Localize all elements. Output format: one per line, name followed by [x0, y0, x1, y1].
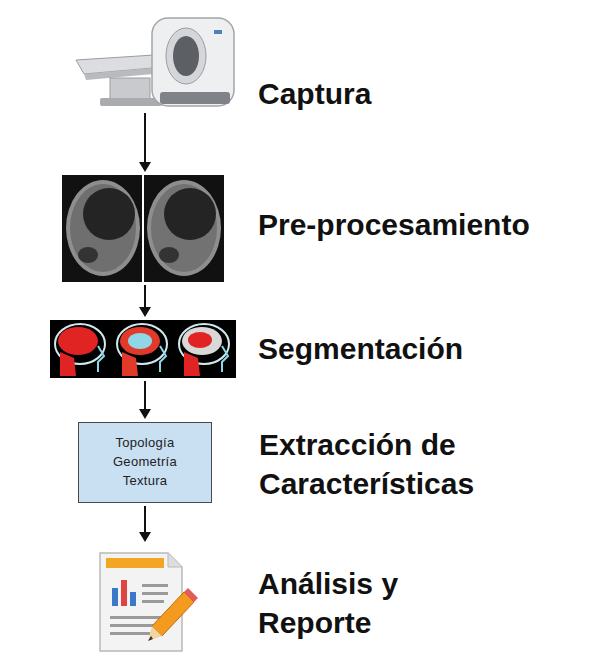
stage-heading: Análisis y Reporte [258, 564, 498, 642]
flow-arrow [139, 113, 151, 172]
flow-arrow [139, 285, 151, 317]
ct-brain-images [62, 175, 224, 282]
stage-icon-node: Análisis y Reporte [95, 545, 195, 655]
stage-heading: Extracción de Características [259, 425, 549, 503]
flow-arrow [139, 506, 151, 542]
stage-icon-node: Captura [75, 18, 235, 110]
ct-scanner-icon [76, 18, 234, 106]
flow-arrow [139, 381, 151, 419]
box-text: Topología Geometría Textura [100, 434, 190, 491]
stage-icon-node: Segmentación [50, 320, 236, 378]
stage-heading: Captura [258, 74, 603, 113]
stage-heading: Segmentación [258, 329, 603, 368]
report-icon [100, 553, 198, 651]
process-box: Extracción de CaracterísticasTopología G… [78, 422, 212, 503]
mri-segmentation-images [50, 320, 236, 378]
stage-heading: Pre-procesamiento [258, 205, 603, 244]
stage-icon-node: Pre-procesamiento [62, 175, 224, 282]
